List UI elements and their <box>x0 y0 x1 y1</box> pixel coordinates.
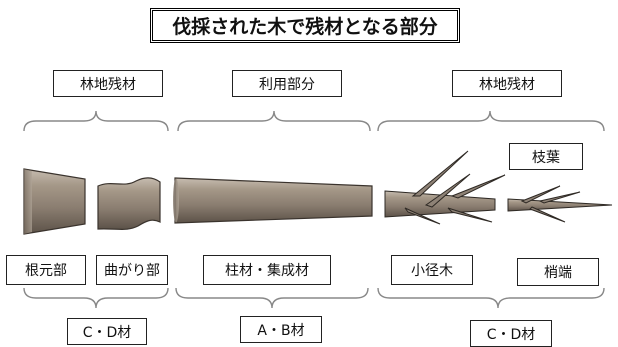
label-bent-section: 曲がり部 <box>96 255 168 285</box>
bracket-bottom-center <box>175 287 369 309</box>
label-grade-ab: A・B材 <box>240 316 322 343</box>
wood-treetop <box>507 185 613 223</box>
bracket-bottom-left <box>23 287 169 309</box>
label-butt: 根元部 <box>6 255 86 285</box>
label-treetop: 梢端 <box>517 258 599 286</box>
wood-butt-section <box>23 168 86 235</box>
label-used-portion: 利用部分 <box>232 70 342 97</box>
wood-main-log <box>173 177 373 224</box>
bracket-top-right <box>377 110 605 132</box>
label-forest-residue-right: 林地残材 <box>452 70 562 97</box>
bracket-top-left <box>23 110 169 132</box>
wood-bent-section <box>97 177 161 230</box>
bracket-bottom-right <box>377 287 605 309</box>
wood-small-diameter-log <box>384 150 506 225</box>
diagram-title: 伐採された木で残材となる部分 <box>150 8 460 43</box>
label-small-diameter: 小径木 <box>391 255 473 285</box>
bracket-top-center <box>177 110 371 132</box>
label-forest-residue-left: 林地残材 <box>53 70 163 97</box>
label-grade-cd-right: C・D材 <box>470 320 552 347</box>
label-grade-cd-left: C・D材 <box>67 318 147 345</box>
label-branches-leaves: 枝葉 <box>509 143 583 170</box>
label-pillar-laminated: 柱材・集成材 <box>203 255 331 285</box>
